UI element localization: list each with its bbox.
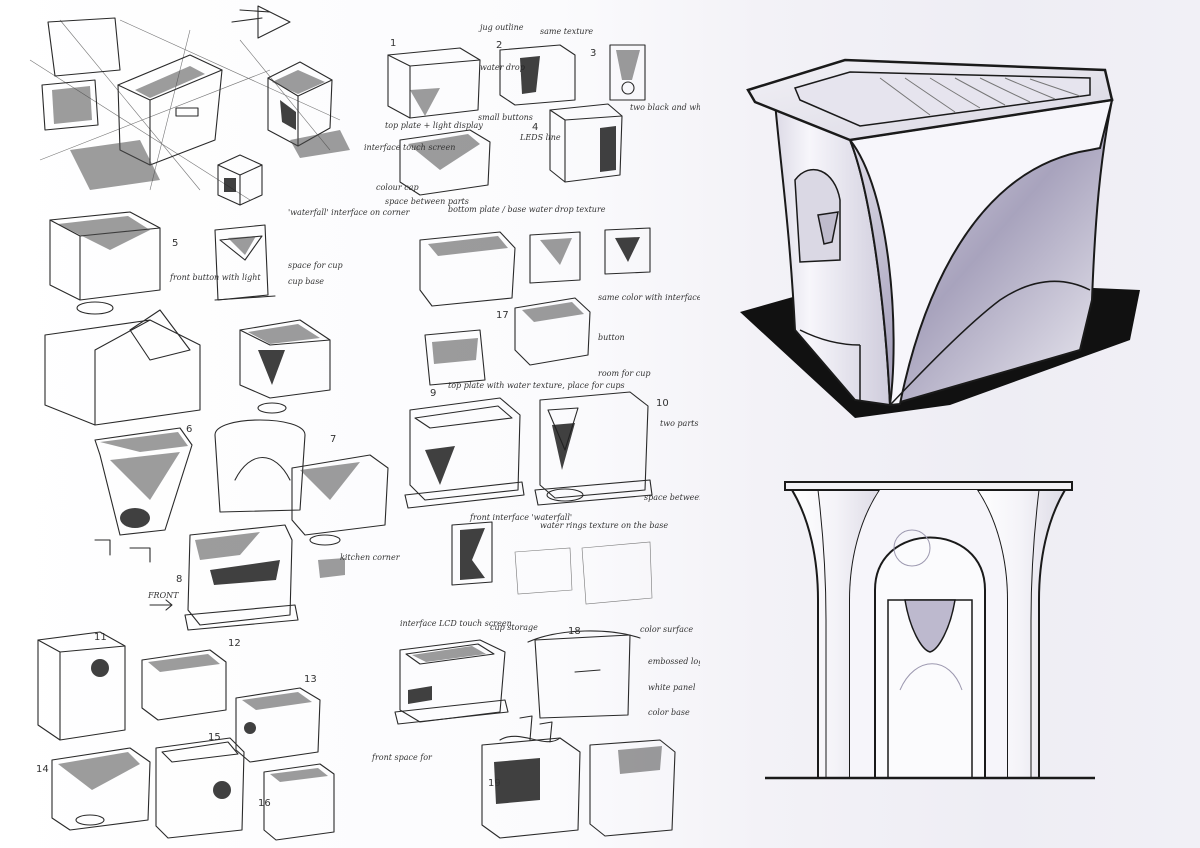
- sketch-number-8: 8: [176, 574, 182, 585]
- front-view-render: [765, 481, 1095, 780]
- product-renders: [740, 58, 1140, 780]
- render-wave-panel: [848, 98, 1114, 407]
- sketch-number-4: 4: [532, 122, 538, 133]
- note-front-buttons: front button with light: [169, 273, 261, 282]
- note-water-drop: water drop: [480, 63, 525, 72]
- render-panel: [700, 0, 1200, 848]
- note-embossed-logo: embossed logo: [648, 657, 700, 666]
- sketch-right-middle: 17 same color with interface button room…: [419, 227, 700, 386]
- note-color-surface: color surface: [640, 625, 693, 634]
- note-front-interface: front interface 'waterfall': [469, 513, 572, 522]
- sketch-number-5: 5: [172, 238, 178, 249]
- note-space-between: space between parts: [385, 197, 469, 206]
- sketch-number-1: 1: [390, 38, 396, 49]
- sketch-6-7: 6 7: [94, 419, 389, 546]
- front-lid: [784, 481, 1073, 491]
- render-nozzle: [817, 211, 839, 245]
- note-color-base: color base: [648, 708, 690, 717]
- note-color-cap: colour cap: [376, 183, 419, 192]
- sketch-number-15: 15: [208, 732, 221, 743]
- sketch-1-4: 1 jug outline same texture water drop 2 …: [364, 23, 700, 214]
- note-space-base: space between base and body to make the …: [644, 493, 700, 502]
- sketch-9-10: 9 top plate with water texture, place fo…: [404, 381, 700, 605]
- note-front: FRONT: [147, 591, 179, 600]
- sketch-number-9: 9: [430, 388, 436, 399]
- sketch-number-16: 16: [258, 798, 271, 809]
- sketch-number-6: 6: [186, 424, 192, 435]
- note-two-black-parts: two black and white: [630, 103, 700, 112]
- note-front-space: front space for: [371, 753, 433, 762]
- note-kitchen-corner: kitchen corner: [340, 553, 401, 562]
- note-jug-outline: jug outline: [478, 23, 524, 32]
- note-white-panel: white panel: [648, 683, 696, 692]
- sketch-5: 5: [49, 211, 178, 315]
- sketch-8: 8 FRONT kitchen corner: [94, 524, 401, 631]
- sketch-row3: [44, 309, 331, 426]
- sketch-panel: 5 'waterfall' interface on corner space …: [29, 5, 700, 841]
- note-same-texture: same texture: [540, 27, 593, 36]
- sketch-11-16: 11 12 13 14 15 16: [36, 631, 335, 841]
- render-top-grooves: [879, 77, 1081, 116]
- sketch-number-18: 18: [568, 626, 581, 637]
- note-room-for-cup: room for cup: [598, 369, 650, 378]
- sketch-number-11: 11: [94, 632, 107, 643]
- note-top-plate: top plate + light display: [385, 121, 483, 130]
- note-water-rings: water rings texture on the base: [540, 521, 668, 530]
- note-cup-storage: cup storage: [490, 623, 538, 632]
- note-button: button: [598, 333, 625, 342]
- sketch-number-19: 19: [488, 778, 501, 789]
- sketch-18-19: interface LCD touch screen cup storage f…: [371, 619, 700, 839]
- sketch-unit-b: [267, 61, 350, 158]
- sketch-unit-a: [41, 5, 291, 190]
- sketch-number-17: 17: [496, 310, 509, 321]
- sketch-small-cube: [217, 154, 263, 206]
- note-same-color: same color with interface: [598, 293, 700, 302]
- front-nozzle: [904, 599, 956, 653]
- note-top-plate-cups: top plate with water texture, place for …: [448, 381, 625, 390]
- sketch-number-7: 7: [330, 434, 336, 445]
- render-top-plate: [793, 71, 1091, 127]
- sketch-cup-space: 'waterfall' interface on corner space fo…: [169, 208, 411, 301]
- perspective-render: [740, 58, 1140, 418]
- note-interface-touch: interface touch screen: [364, 143, 455, 152]
- front-arch: [874, 536, 986, 779]
- sketch-drawings: 5 'waterfall' interface on corner space …: [29, 5, 700, 841]
- note-space-for-cup: space for cup: [288, 261, 343, 270]
- note-waterfall-interface: 'waterfall' interface on corner: [288, 208, 411, 217]
- note-bottom-plate: bottom plate / base water drop texture: [448, 205, 606, 214]
- sketch-number-3: 3: [590, 48, 596, 59]
- note-interface-lcd: interface LCD touch screen: [400, 619, 512, 628]
- sketch-number-14: 14: [36, 764, 49, 775]
- note-small-buttons: small buttons: [478, 113, 533, 122]
- sketch-number-12: 12: [228, 638, 241, 649]
- sketch-number-2: 2: [496, 40, 502, 51]
- sketch-number-10: 10: [656, 398, 669, 409]
- note-two-parts: two parts panels for texture out the big…: [660, 419, 700, 428]
- sketch-number-13: 13: [304, 674, 317, 685]
- note-cup-base: cup base: [288, 277, 324, 286]
- note-leds: LEDS line: [519, 133, 561, 142]
- construction-lines: [29, 19, 341, 201]
